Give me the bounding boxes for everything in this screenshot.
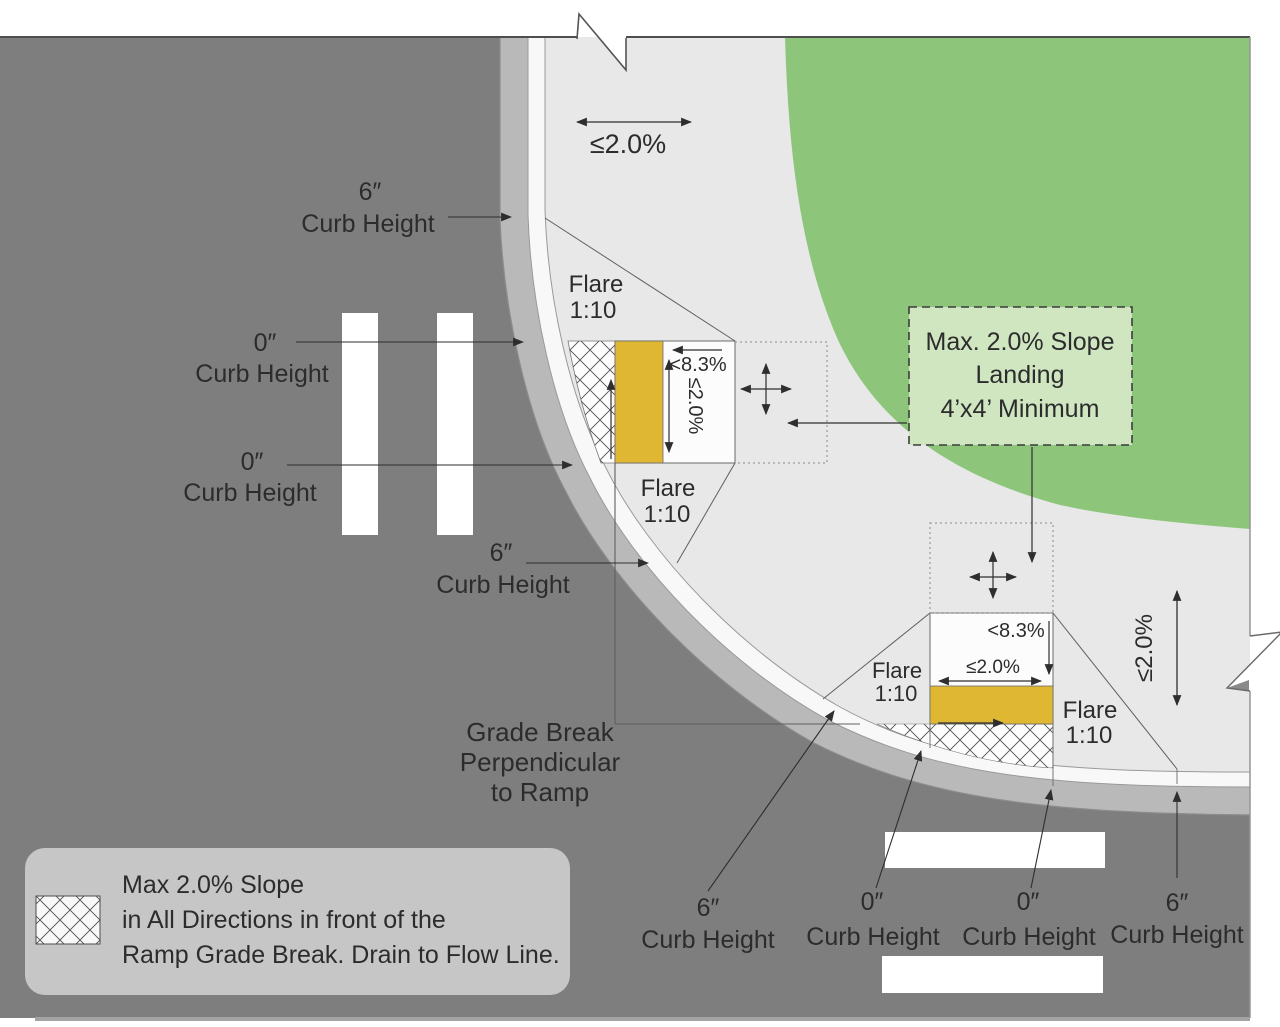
curb-height-caption: Curb Height: [436, 571, 569, 599]
flare-label: Flare: [1063, 697, 1118, 724]
landing-outline-bottom: [929, 522, 1054, 614]
curb-height-caption: Curb Height: [301, 210, 434, 238]
curb-height-value: 6″: [697, 894, 720, 922]
curb-height-labels: 6″ Curb Height 0″ Curb Height 0″ Curb He…: [183, 178, 1243, 954]
curb-height-value: 6″: [1166, 889, 1189, 917]
curb-ramp-bottom: [822, 522, 1178, 786]
legend-line2: in All Directions in front of the: [122, 906, 446, 934]
ramp-bottom-run-slope-label: <8.3%: [987, 620, 1044, 642]
flare-label: Flare: [569, 271, 624, 298]
break-line-top-icon: [576, 11, 627, 73]
leader-arrow-0in-bottom-a: [875, 749, 923, 889]
landing-note-line3: 4’x4’ Minimum: [941, 395, 1100, 423]
crosswalk-stripe: [437, 313, 473, 535]
legend-box: [25, 848, 570, 995]
legend-line3: Ramp Grade Break. Drain to Flow Line.: [122, 941, 560, 969]
flare-ratio: 1:10: [644, 501, 691, 528]
flare-ratio: 1:10: [875, 681, 918, 706]
curb-height-value: 0″: [861, 888, 884, 916]
gutter-hatch-pattern-left: [568, 341, 615, 463]
grade-break-line1: Grade Break: [466, 717, 614, 747]
curb-height-value: 6″: [359, 178, 382, 206]
crosswalk-stripes: [342, 313, 1105, 993]
break-line-right-icon: [1225, 631, 1280, 692]
detectable-warning-left: [614, 340, 664, 464]
landing-note-box: [908, 306, 1133, 446]
flare-line: [676, 462, 736, 564]
grade-break-line2: Perpendicular: [460, 747, 621, 777]
grade-break-extension-lines: [614, 463, 860, 725]
curb-height-caption: Curb Height: [962, 923, 1095, 951]
curb-height-value: 0″: [241, 448, 264, 476]
legend: Max 2.0% Slope in All Directions in fron…: [25, 848, 570, 995]
landing-note-line2: Landing: [976, 361, 1065, 389]
flare-ratio: 1:10: [570, 297, 617, 324]
landing-direction-cross-icon: [739, 362, 793, 416]
flare-label: Flare: [872, 658, 922, 683]
gutter-flow-line: [499, 37, 1251, 816]
crosswalk-stripe: [342, 313, 378, 535]
ramp-left-run-slope-label: <8.3%: [669, 354, 726, 376]
gutter-hatch-pattern-bottom: [877, 724, 1053, 768]
flare-label: Flare: [641, 475, 696, 502]
legend-line1: Max 2.0% Slope: [122, 871, 304, 899]
extension-ticks: [929, 724, 1178, 786]
detectable-warning-bottom: [929, 685, 1054, 725]
landing-note-line1: Max. 2.0% Slope: [926, 328, 1115, 356]
curb-height-value: 0″: [1017, 888, 1040, 916]
curb-ramp-left: [544, 217, 860, 725]
flare-ratio: 1:10: [1066, 722, 1113, 749]
curb-face-line: [527, 37, 1251, 788]
leader-arrow-0in-bottom-b: [1030, 788, 1054, 889]
landing-outline-left: [735, 341, 828, 464]
ramp-left-cross-slope-label: ≤2.0%: [684, 378, 706, 435]
crosswalk-stripe: [885, 832, 1105, 868]
curb-height-value: 6″: [490, 539, 513, 567]
flare-line: [822, 612, 931, 700]
curb-height-caption: Curb Height: [806, 923, 939, 951]
legend-hatch-swatch-pattern: [36, 896, 100, 944]
curb-height-caption: Curb Height: [641, 926, 774, 954]
curb-height-caption: Curb Height: [183, 479, 316, 507]
curb-height-caption: Curb Height: [195, 360, 328, 388]
right-cross-slope-label: ≤2.0%: [1131, 614, 1158, 682]
top-cross-slope-label: ≤2.0%: [590, 129, 666, 159]
curb-height-value: 0″: [254, 329, 277, 357]
grade-break-line3: to Ramp: [491, 777, 589, 807]
grade-break-note: Grade Break Perpendicular to Ramp: [460, 717, 621, 807]
leader-arrow-6in-bottom: [707, 710, 835, 892]
flare-line: [1052, 612, 1178, 770]
flare-line: [544, 217, 736, 342]
curb-height-caption: Curb Height: [1110, 921, 1243, 949]
ramp-bottom-cross-slope-label: ≤2.0%: [966, 657, 1020, 678]
landing-direction-cross-icon: [968, 550, 1018, 600]
grass-area: [785, 37, 1250, 529]
crosswalk-stripe: [882, 956, 1103, 993]
